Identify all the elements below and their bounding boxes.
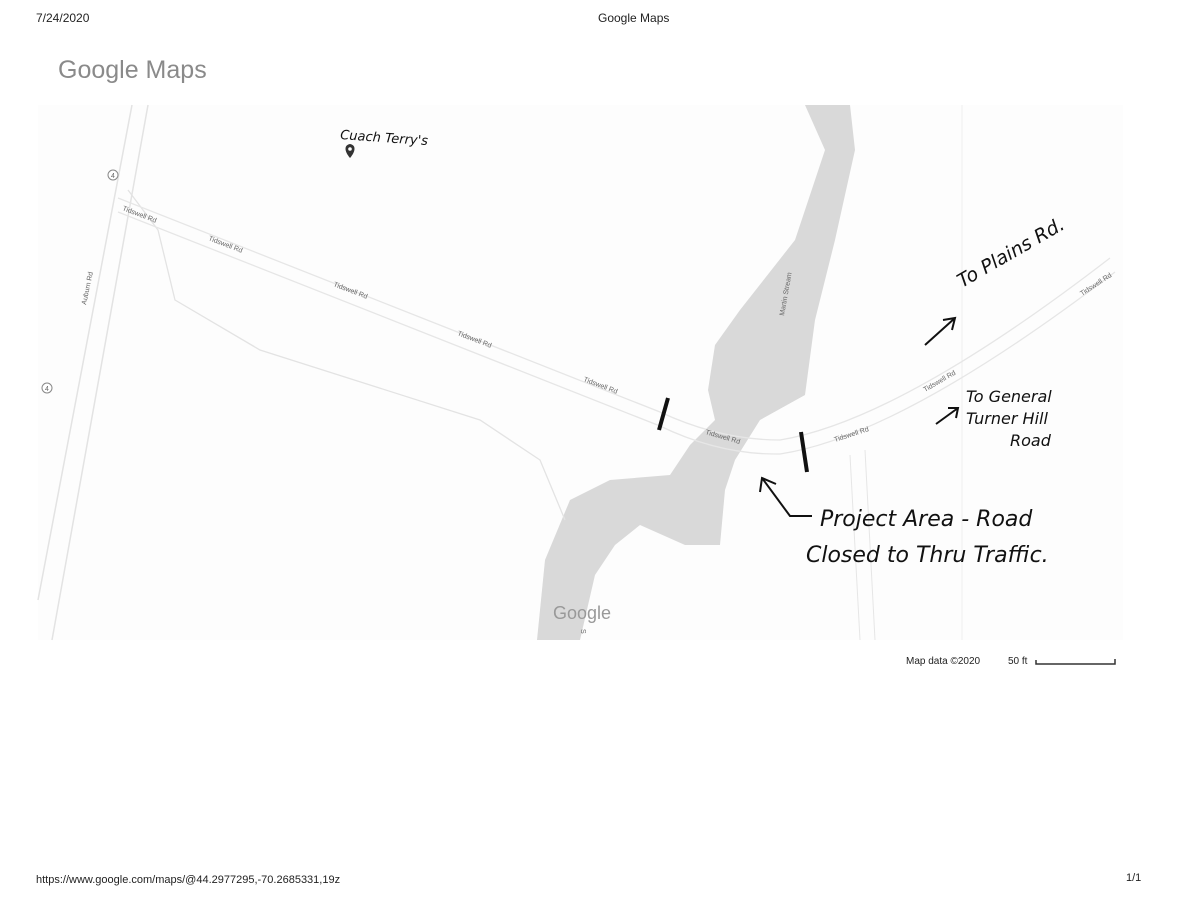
tidswell-road-edge [117,197,1111,441]
google-maps-logo: Google Maps [58,56,207,84]
scale-label: 50 ft [1008,656,1028,667]
annotation-place: Cuach Terry's [340,128,429,149]
page-number: 1/1 [1126,872,1142,884]
road-closure-mark [799,431,809,473]
arrow-icon [924,316,957,346]
place-pin-icon[interactable] [345,144,355,158]
scale-bar [1035,659,1116,665]
trail [127,189,566,521]
print-date: 7/24/2020 [36,11,90,25]
martin-stream [537,105,855,640]
road-label: S [579,629,586,634]
svg-text:4: 4 [111,173,115,180]
footer-url[interactable]: https://www.google.com/maps/@44.2977295,… [36,874,341,886]
google-watermark: Google [553,603,611,623]
side-road [849,449,876,641]
annotation-project-area: Closed to Thru Traffic. [806,543,1049,568]
annotation-project-area: Project Area - Road [820,507,1033,532]
road-closure-mark [657,397,670,431]
route-shield: 4 [107,169,119,181]
annotation-to-general: Road [1010,431,1052,450]
svg-text:4: 4 [45,386,49,393]
map-attribution: Map data ©2020 [906,656,981,667]
print-title: Google Maps [598,11,670,25]
annotation-to-general: To General [966,387,1052,406]
auburn-road [37,104,149,641]
arrow-icon [935,407,960,425]
arrow-icon [759,476,812,517]
annotation-to-general: Turner Hill [966,409,1048,428]
route-shield: 4 [41,382,53,394]
tidswell-road-edge [117,211,1116,455]
